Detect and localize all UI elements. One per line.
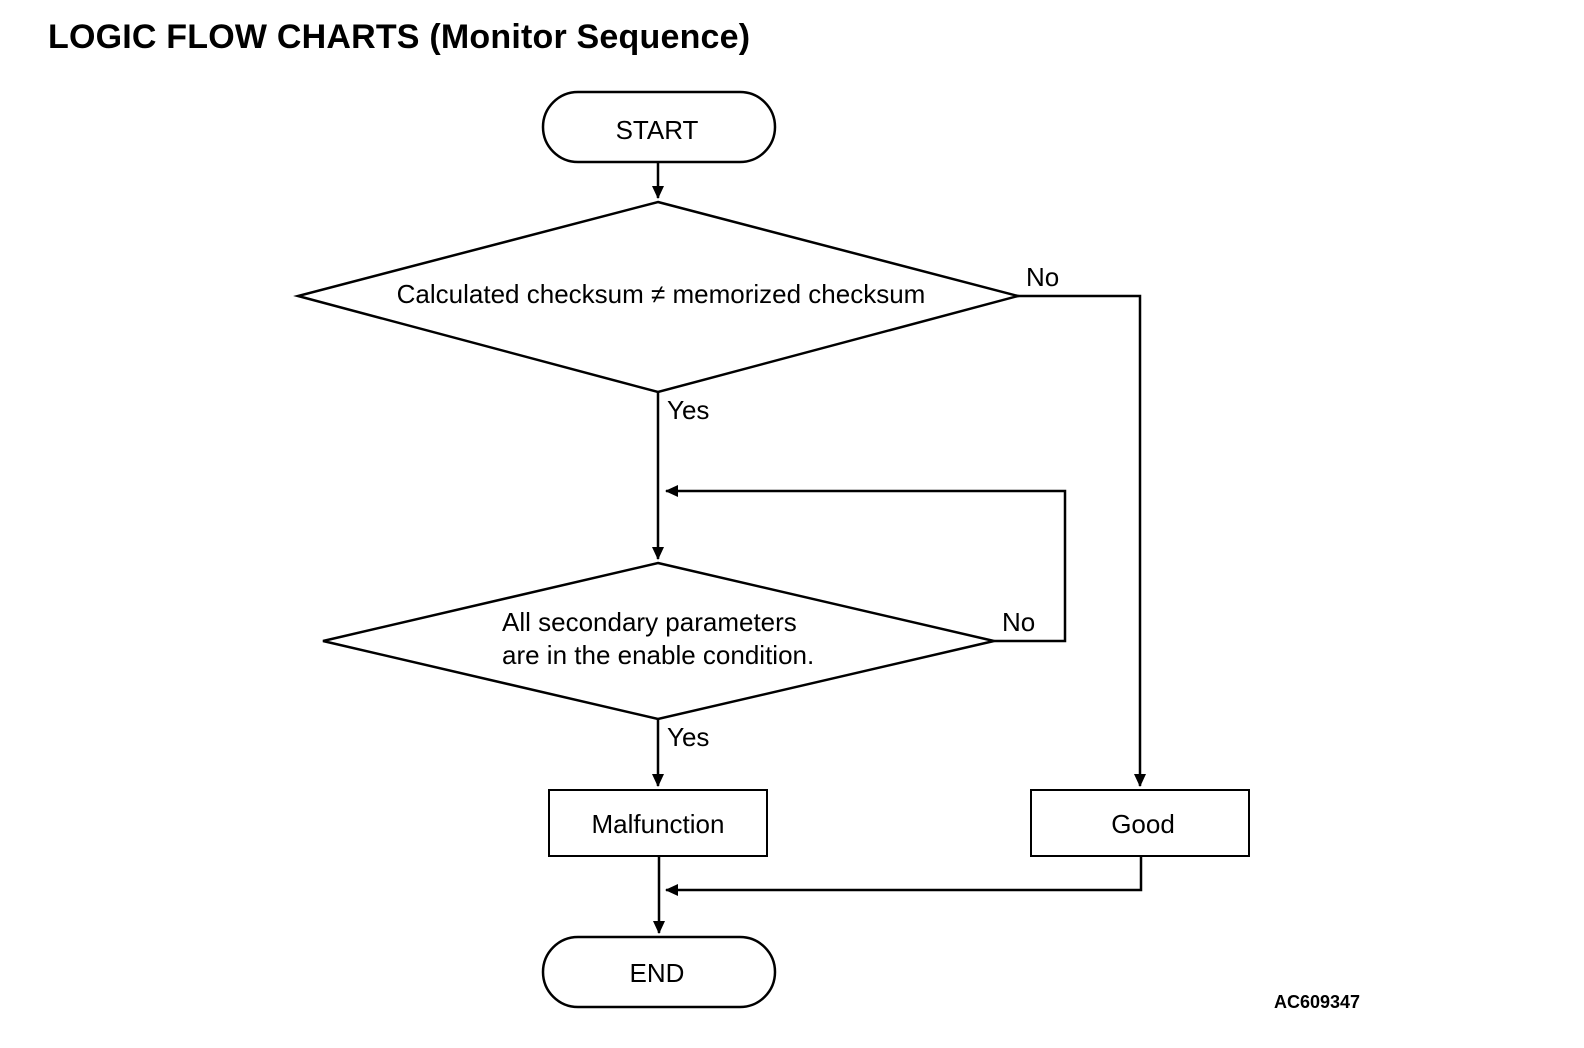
checksum-decision: Calculated checksum ≠ memorized checksum [293,200,1023,394]
decision1-no-label: No [1026,262,1059,292]
start-terminal: START [541,90,777,164]
arrow-decision2-no-loop [665,485,1067,643]
page-title: LOGIC FLOW CHARTS (Monitor Sequence) [48,18,751,56]
decision1-yes-label: Yes [667,395,709,425]
enable-condition-label-line1: All secondary parameters [502,607,797,637]
checksum-decision-label: Calculated checksum ≠ memorized checksum [397,279,926,309]
arrow-good-to-end [665,856,1143,896]
arrow-decision1-no-to-good [1018,294,1146,787]
malfunction-box: Malfunction [548,789,768,857]
good-label: Good [1111,809,1175,839]
decision2-yes-label: Yes [667,722,709,752]
malfunction-label: Malfunction [592,809,725,839]
enable-condition-decision: All secondary parameters are in the enab… [322,561,995,721]
end-terminal: END [541,935,777,1009]
decision2-no-label: No [1002,607,1035,637]
good-box: Good [1030,789,1250,857]
end-label: END [630,958,685,988]
figure-id: AC609347 [1274,992,1360,1012]
start-label: START [616,115,699,145]
enable-condition-label-line2: are in the enable condition. [502,640,814,670]
